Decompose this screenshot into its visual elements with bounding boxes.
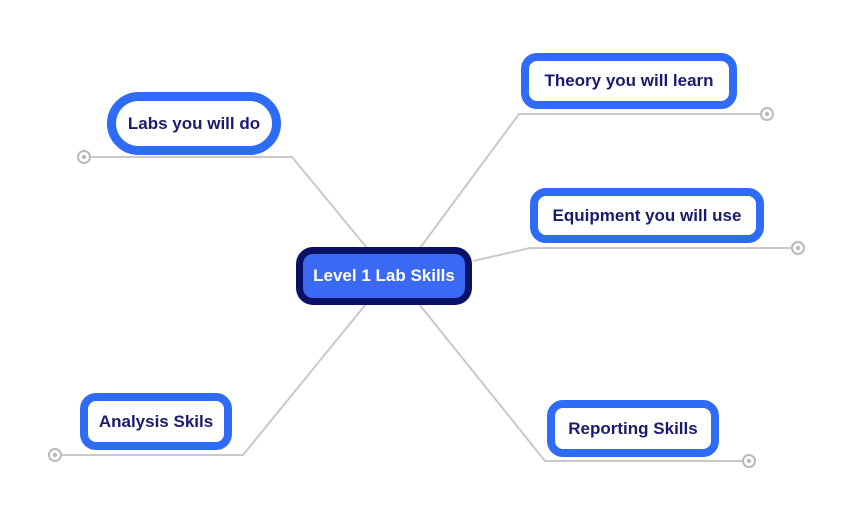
branch-node-analysis-skils[interactable]: Analysis Skils bbox=[80, 393, 232, 450]
endpoint-circle-reporting bbox=[742, 454, 756, 468]
branch-node-label: Theory you will learn bbox=[544, 71, 714, 90]
branch-node-theory-you-will-learn[interactable]: Theory you will learn bbox=[521, 53, 737, 109]
connector-theory bbox=[419, 113, 767, 249]
branch-node-equipment-you-will-use[interactable]: Equipment you will use bbox=[530, 188, 764, 243]
endpoint-circle-labs bbox=[77, 150, 91, 164]
endpoint-circle-equipment bbox=[791, 241, 805, 255]
endpoint-circle-analysis bbox=[48, 448, 62, 462]
branch-node-label: Equipment you will use bbox=[552, 205, 742, 225]
central-node-level-1-lab-skills[interactable]: Level 1 Lab Skills bbox=[296, 247, 472, 305]
connector-reporting bbox=[418, 303, 749, 462]
endpoint-circle-theory bbox=[760, 107, 774, 121]
branch-node-reporting-skills[interactable]: Reporting Skills bbox=[547, 400, 719, 457]
connector-labs bbox=[84, 156, 368, 249]
central-node-label: Level 1 Lab Skills bbox=[313, 266, 455, 285]
branch-node-label: Labs you will do bbox=[127, 113, 261, 133]
branch-node-label: Reporting Skills bbox=[568, 418, 698, 438]
branch-node-labs-you-will-do[interactable]: Labs you will do bbox=[107, 92, 281, 155]
connector-equipment bbox=[472, 247, 798, 262]
connector-analysis bbox=[55, 303, 367, 456]
branch-node-label: Analysis Skils bbox=[98, 411, 214, 431]
